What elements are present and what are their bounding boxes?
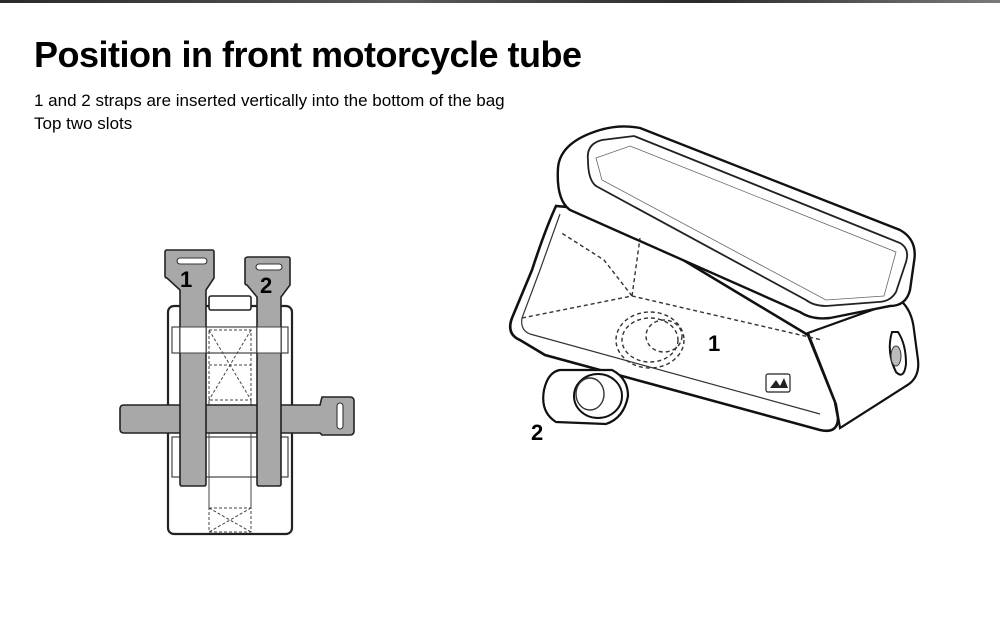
strap-2-label: 2: [531, 420, 543, 445]
touch-window: [586, 135, 909, 307]
bag-top-tab: [208, 295, 252, 311]
brand-logo-mark: [770, 378, 788, 388]
strap-2-loop: [542, 368, 630, 426]
strap-1: [164, 249, 215, 487]
page-title: Position in front motorcycle tube: [34, 34, 582, 75]
bag-body: [508, 204, 840, 433]
bag-end-cap: [806, 298, 920, 430]
bag-bottom-view: 1 2: [119, 249, 355, 536]
strap-1-number: 1: [180, 267, 192, 292]
bag-perspective-view: 1 2: [508, 125, 920, 445]
horizontal-strap: [119, 396, 355, 436]
top-border: [0, 0, 1000, 3]
strap-1-label: 1: [708, 331, 720, 356]
hidden-lines: [521, 231, 823, 369]
strap-1-slot: [176, 257, 208, 265]
touch-window-inner: [595, 145, 897, 301]
horizontal-strap-slot: [336, 402, 344, 430]
instruction-line-1: 1 and 2 straps are inserted vertically i…: [34, 91, 505, 110]
strap-1-loop-top: [179, 326, 207, 354]
instruction-line-2: Top two slots: [34, 114, 133, 133]
strap-2-loop-top: [256, 326, 282, 354]
strap-2-slot: [255, 263, 283, 271]
strap-2-number: 2: [260, 273, 272, 298]
strap-2: [244, 256, 291, 487]
bag-body-inner-edge: [521, 213, 821, 415]
end-cap-loop-hole: [890, 345, 902, 367]
